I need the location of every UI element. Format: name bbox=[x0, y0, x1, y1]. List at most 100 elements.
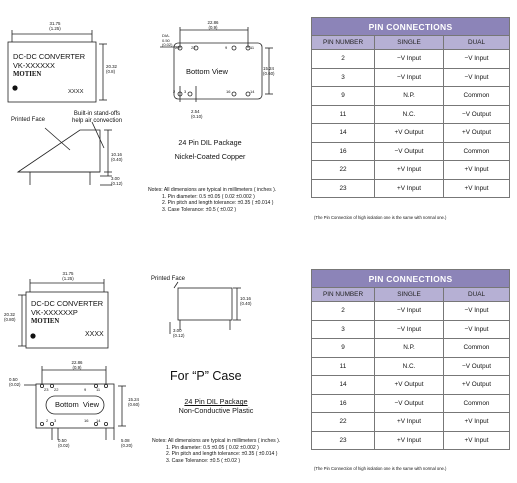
cell: +V Input bbox=[443, 178, 510, 198]
cell: 14 bbox=[311, 123, 375, 143]
dim-inch: (0.10) bbox=[191, 114, 203, 119]
dim-value: 22.86 bbox=[207, 20, 219, 25]
dim-value: 20.32 bbox=[106, 64, 117, 69]
bottom-dim-pitch: 22.86 (0.9) bbox=[62, 360, 92, 370]
cell: 22 bbox=[311, 412, 375, 432]
dim-inch: (0.8) bbox=[106, 69, 116, 74]
dim-value: 15.24 bbox=[263, 66, 274, 71]
cell: −V Input bbox=[443, 67, 510, 87]
cell: 16 bbox=[311, 393, 375, 413]
brand-logo: MOTIEN bbox=[31, 318, 60, 325]
bottom-view-label: Bottom View bbox=[55, 400, 100, 409]
side-view-case bbox=[16, 129, 101, 173]
cell: Common bbox=[443, 338, 510, 358]
module-top-view bbox=[7, 41, 97, 103]
table-row: 14+V Output+V Output bbox=[311, 375, 510, 395]
pin-9: 9 bbox=[225, 45, 228, 50]
cell: +V Input bbox=[374, 160, 444, 180]
note-line: 2. Pin pitch and length tolerance: ±0.35… bbox=[166, 451, 278, 458]
cell: −V Output bbox=[443, 104, 510, 124]
cell: +V Output bbox=[443, 123, 510, 143]
dim-inch: (0.60) bbox=[128, 402, 140, 407]
cell: −V Input bbox=[374, 67, 444, 87]
cell: N.P. bbox=[374, 338, 444, 358]
cell: 3 bbox=[311, 67, 375, 87]
cell: N.C. bbox=[374, 356, 444, 376]
dim-value: 2.54 bbox=[191, 109, 200, 114]
pin-11: 11 bbox=[96, 387, 101, 392]
header-dual: DUAL bbox=[443, 287, 510, 302]
printed-face-label: Printed Face bbox=[151, 276, 186, 282]
note-line: 1. Pin diameter: 0.5 ±0.05 ( 0.02 ±0.002… bbox=[166, 444, 259, 451]
pin-11: 11 bbox=[250, 45, 255, 50]
dim-inch: (0.40) bbox=[111, 157, 123, 162]
package-caption-bottom: 24 Pin DIL Package Non-Conductive Plasti… bbox=[156, 397, 276, 415]
dim-inch: (0.02) bbox=[58, 443, 70, 448]
dim-value: 0.50 bbox=[9, 377, 18, 382]
cell: +V Input bbox=[374, 412, 444, 432]
cell: N.P. bbox=[374, 86, 444, 106]
cell: 22 bbox=[311, 160, 375, 180]
bottom-dim-h: 10.16 (0.40) bbox=[240, 296, 251, 306]
module-top-view-p bbox=[25, 291, 109, 349]
pin-22: 22 bbox=[54, 387, 59, 392]
case-label: For “P” Case bbox=[170, 369, 242, 383]
dim-value: 10.16 bbox=[111, 152, 122, 157]
note-line: 1. Pin diameter: 0.5 ±0.05 ( 0.02 ±0.002… bbox=[162, 193, 255, 200]
top-dim-row: 15.24 (0.60) bbox=[263, 66, 274, 76]
bottom-view-label: Bottom View bbox=[186, 67, 228, 76]
cell: N.C. bbox=[374, 104, 444, 124]
dim-value: 31.75 bbox=[62, 271, 74, 276]
cell: −V Output bbox=[443, 356, 510, 376]
pin-14: 14 bbox=[250, 89, 255, 94]
package-caption-top: 24 Pin DIL Package Nickel-Coated Copper bbox=[150, 138, 270, 161]
table-row: 3−V Input−V Input bbox=[311, 67, 510, 87]
cell: +V Input bbox=[443, 430, 510, 450]
pin-16: 16 bbox=[84, 418, 89, 423]
header-pin-number: PIN NUMBER bbox=[311, 287, 375, 302]
bottom-dim-row: 15.24 (0.60) bbox=[128, 397, 139, 407]
pin-connections-table-top: PIN CONNECTIONS PIN NUMBER SINGLE DUAL 2… bbox=[311, 17, 510, 198]
dim-value: 0.50 bbox=[58, 438, 67, 443]
top-dim-h: 10.16 (0.40) bbox=[111, 152, 122, 162]
dim-inch: (0.02) bbox=[9, 382, 21, 387]
dim-value: 0.50 bbox=[162, 37, 170, 43]
cell: Common bbox=[443, 86, 510, 106]
header-pin-number: PIN NUMBER bbox=[311, 35, 375, 50]
pin-3: 3 bbox=[184, 89, 187, 94]
note-line: Notes: All dimensions are typical in mil… bbox=[152, 438, 281, 444]
cell: 16 bbox=[311, 141, 375, 161]
cell: −V Input bbox=[374, 319, 444, 339]
dim-inch: (0.9) bbox=[72, 365, 82, 370]
dim-inch: (0.20) bbox=[121, 443, 133, 448]
dim-inch: (0.40) bbox=[240, 301, 252, 306]
table-row: 22+V Input+V Input bbox=[311, 160, 510, 180]
cell: 2 bbox=[311, 301, 375, 321]
package-title: 24 Pin DIL Package bbox=[178, 138, 242, 147]
table-title: PIN CONNECTIONS bbox=[311, 269, 510, 288]
notes-bottom: Notes: All dimensions are typical in mil… bbox=[152, 438, 312, 464]
cell: 23 bbox=[311, 178, 375, 198]
table-row: 23+V Input+V Input bbox=[311, 430, 510, 450]
package-material: Non-Conductive Plastic bbox=[178, 405, 254, 415]
module-line1: DC-DC CONVERTER bbox=[31, 299, 104, 308]
bottom-view-outline bbox=[173, 42, 263, 100]
cell: 11 bbox=[311, 104, 375, 124]
cell: +V Input bbox=[443, 160, 510, 180]
notes-top: Notes: All dimensions are typical in mil… bbox=[148, 187, 308, 213]
package-material: Nickel-Coated Copper bbox=[174, 152, 246, 161]
package-title: 24 Pin DIL Package bbox=[184, 397, 248, 406]
top-dim-height: 20.32 (0.8) bbox=[106, 64, 117, 74]
cell: 9 bbox=[311, 338, 375, 358]
module-code: XXXX bbox=[85, 331, 104, 338]
bottom-view-outline-p bbox=[35, 383, 115, 429]
pin-23: 23 bbox=[175, 45, 180, 50]
pin-3: 3 bbox=[54, 418, 57, 423]
bottom-dim-lead: 3.00 (0.12) bbox=[173, 328, 184, 338]
header-single: SINGLE bbox=[374, 287, 444, 302]
note-line: 3. Case Tolerance: ±0.5 ( ±0.02 ) bbox=[166, 457, 241, 464]
dim-label: DIA. bbox=[162, 33, 170, 38]
